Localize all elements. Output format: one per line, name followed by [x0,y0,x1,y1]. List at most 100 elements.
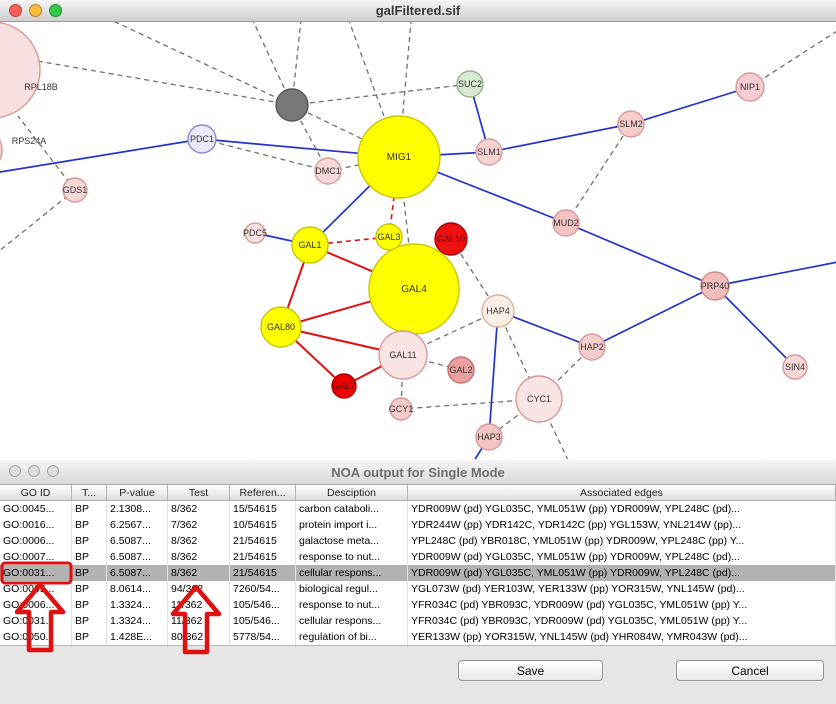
graph-node-DMC1[interactable] [314,157,342,185]
table-cell[interactable]: 21/54615 [230,565,296,581]
table-cell[interactable]: BP [72,565,107,581]
table-cell[interactable]: 8/362 [168,565,230,581]
graph-node-unlabeled[interactable] [275,88,309,122]
graph-node-NIP1[interactable] [735,72,765,102]
table-cell[interactable]: 21/54615 [230,549,296,565]
graph-node-SLM2[interactable] [617,110,645,138]
table-cell[interactable]: BP [72,581,107,597]
table-cell[interactable]: GO:0050... [0,629,72,645]
table-cell[interactable]: protein import i... [296,517,408,533]
table-cell[interactable]: 7260/54... [230,581,296,597]
table-cell[interactable]: cellular respons... [296,613,408,629]
table-cell[interactable]: 8/362 [168,549,230,565]
table-cell[interactable]: YDR009W (pd) YGL035C, YML051W (pp) YDR00… [408,565,836,581]
table-cell[interactable]: 80/362 [168,629,230,645]
column-header-referen-[interactable]: Referen... [230,485,296,500]
graph-node-GAL11[interactable] [378,330,428,380]
table-cell[interactable]: galactose meta... [296,533,408,549]
table-cell[interactable]: GO:0006... [0,597,72,613]
table-cell[interactable]: YER133W (pp) YOR315W, YNL145W (pd) YHR08… [408,629,836,645]
graph-node-GAL7[interactable] [331,373,357,399]
table-cell[interactable]: BP [72,501,107,517]
table-cell[interactable]: 1.3324... [107,613,168,629]
graph-node-GDS1[interactable] [62,177,88,203]
table-cell[interactable]: BP [72,597,107,613]
table-cell[interactable]: YPL248C (pd) YBR018C, YML051W (pp) YDR00… [408,533,836,549]
graph-node-GAL2[interactable] [447,356,475,384]
close-button[interactable] [9,465,21,477]
table-cell[interactable]: carbon cataboli... [296,501,408,517]
table-cell[interactable]: regulation of bi... [296,629,408,645]
table-cell[interactable]: 2.1308... [107,501,168,517]
zoom-button[interactable] [49,4,62,17]
noa-window-titlebar[interactable]: NOA output for Single Mode [0,460,836,485]
table-cell[interactable]: GO:0045... [0,501,72,517]
table-cell[interactable]: biological regul... [296,581,408,597]
table-cell[interactable]: YDR009W (pd) YGL035C, YML051W (pp) YDR00… [408,549,836,565]
network-window-titlebar[interactable]: galFiltered.sif [0,0,836,22]
table-cell[interactable]: 94/362 [168,581,230,597]
graph-node-GCY1[interactable] [389,397,413,421]
column-header-associated-edges[interactable]: Associated edges [408,485,836,500]
table-cell[interactable]: BP [72,629,107,645]
save-button[interactable]: Save [458,660,603,681]
table-cell[interactable]: GO:0016... [0,517,72,533]
table-cell[interactable]: BP [72,533,107,549]
table-cell[interactable]: 5778/54... [230,629,296,645]
table-cell[interactable]: YFR034C (pd) YBR093C, YDR009W (pd) YGL03… [408,597,836,613]
table-cell[interactable]: 11/362 [168,597,230,613]
table-cell[interactable]: 6.5087... [107,565,168,581]
column-header-test[interactable]: Test [168,485,230,500]
column-header-desciption[interactable]: Desciption [296,485,408,500]
table-cell[interactable]: 1.3324... [107,597,168,613]
minimize-button[interactable] [28,465,40,477]
table-cell[interactable]: 11/362 [168,613,230,629]
table-cell[interactable]: BP [72,613,107,629]
column-header-go-id[interactable]: GO ID [0,485,72,500]
graph-node-GAL80[interactable] [260,306,302,348]
graph-node-PDC5[interactable] [244,222,266,244]
graph-node-GAL10[interactable] [434,222,468,256]
table-cell[interactable]: BP [72,517,107,533]
table-cell[interactable]: GO:0006... [0,533,72,549]
table-cell[interactable]: GO:0007... [0,549,72,565]
table-cell[interactable]: 15/54615 [230,501,296,517]
close-button[interactable] [9,4,22,17]
graph-node-MUD2[interactable] [552,209,580,237]
cancel-button[interactable]: Cancel [676,660,824,681]
graph-node-HAP4[interactable] [481,294,515,328]
table-cell[interactable]: YFR034C (pd) YBR093C, YDR009W (pd) YGL03… [408,613,836,629]
table-cell[interactable]: 8/362 [168,501,230,517]
table-cell[interactable]: 8/362 [168,533,230,549]
table-cell[interactable]: 105/546... [230,597,296,613]
table-cell[interactable]: 105/546... [230,613,296,629]
table-cell[interactable]: 10/54615 [230,517,296,533]
table-cell[interactable]: cellular respons... [296,565,408,581]
graph-node-HAP3[interactable] [475,423,503,451]
graph-node-PRP40[interactable] [700,271,730,301]
minimize-button[interactable] [29,4,42,17]
graph-node-GAL3[interactable] [375,223,403,251]
graph-node-PDC1[interactable] [187,124,217,154]
table-cell[interactable]: YGL073W (pd) YER103W, YER133W (pp) YOR31… [408,581,836,597]
table-cell[interactable]: response to nut... [296,597,408,613]
table-cell[interactable]: GO:0031... [0,565,72,581]
table-cell[interactable]: YDR009W (pd) YGL035C, YML051W (pp) YDR00… [408,501,836,517]
graph-node-SLM1[interactable] [475,138,503,166]
table-cell[interactable]: YDR244W (pp) YDR142C, YDR142C (pp) YGL15… [408,517,836,533]
table-cell[interactable]: 6.5087... [107,533,168,549]
table-cell[interactable]: 6.5087... [107,549,168,565]
column-header-p-value[interactable]: P-value [107,485,168,500]
table-cell[interactable]: response to nut... [296,549,408,565]
table-cell[interactable]: 21/54615 [230,533,296,549]
table-cell[interactable]: GO:0065... [0,581,72,597]
table-cell[interactable]: 8.0614... [107,581,168,597]
column-header-t-[interactable]: T... [72,485,107,500]
